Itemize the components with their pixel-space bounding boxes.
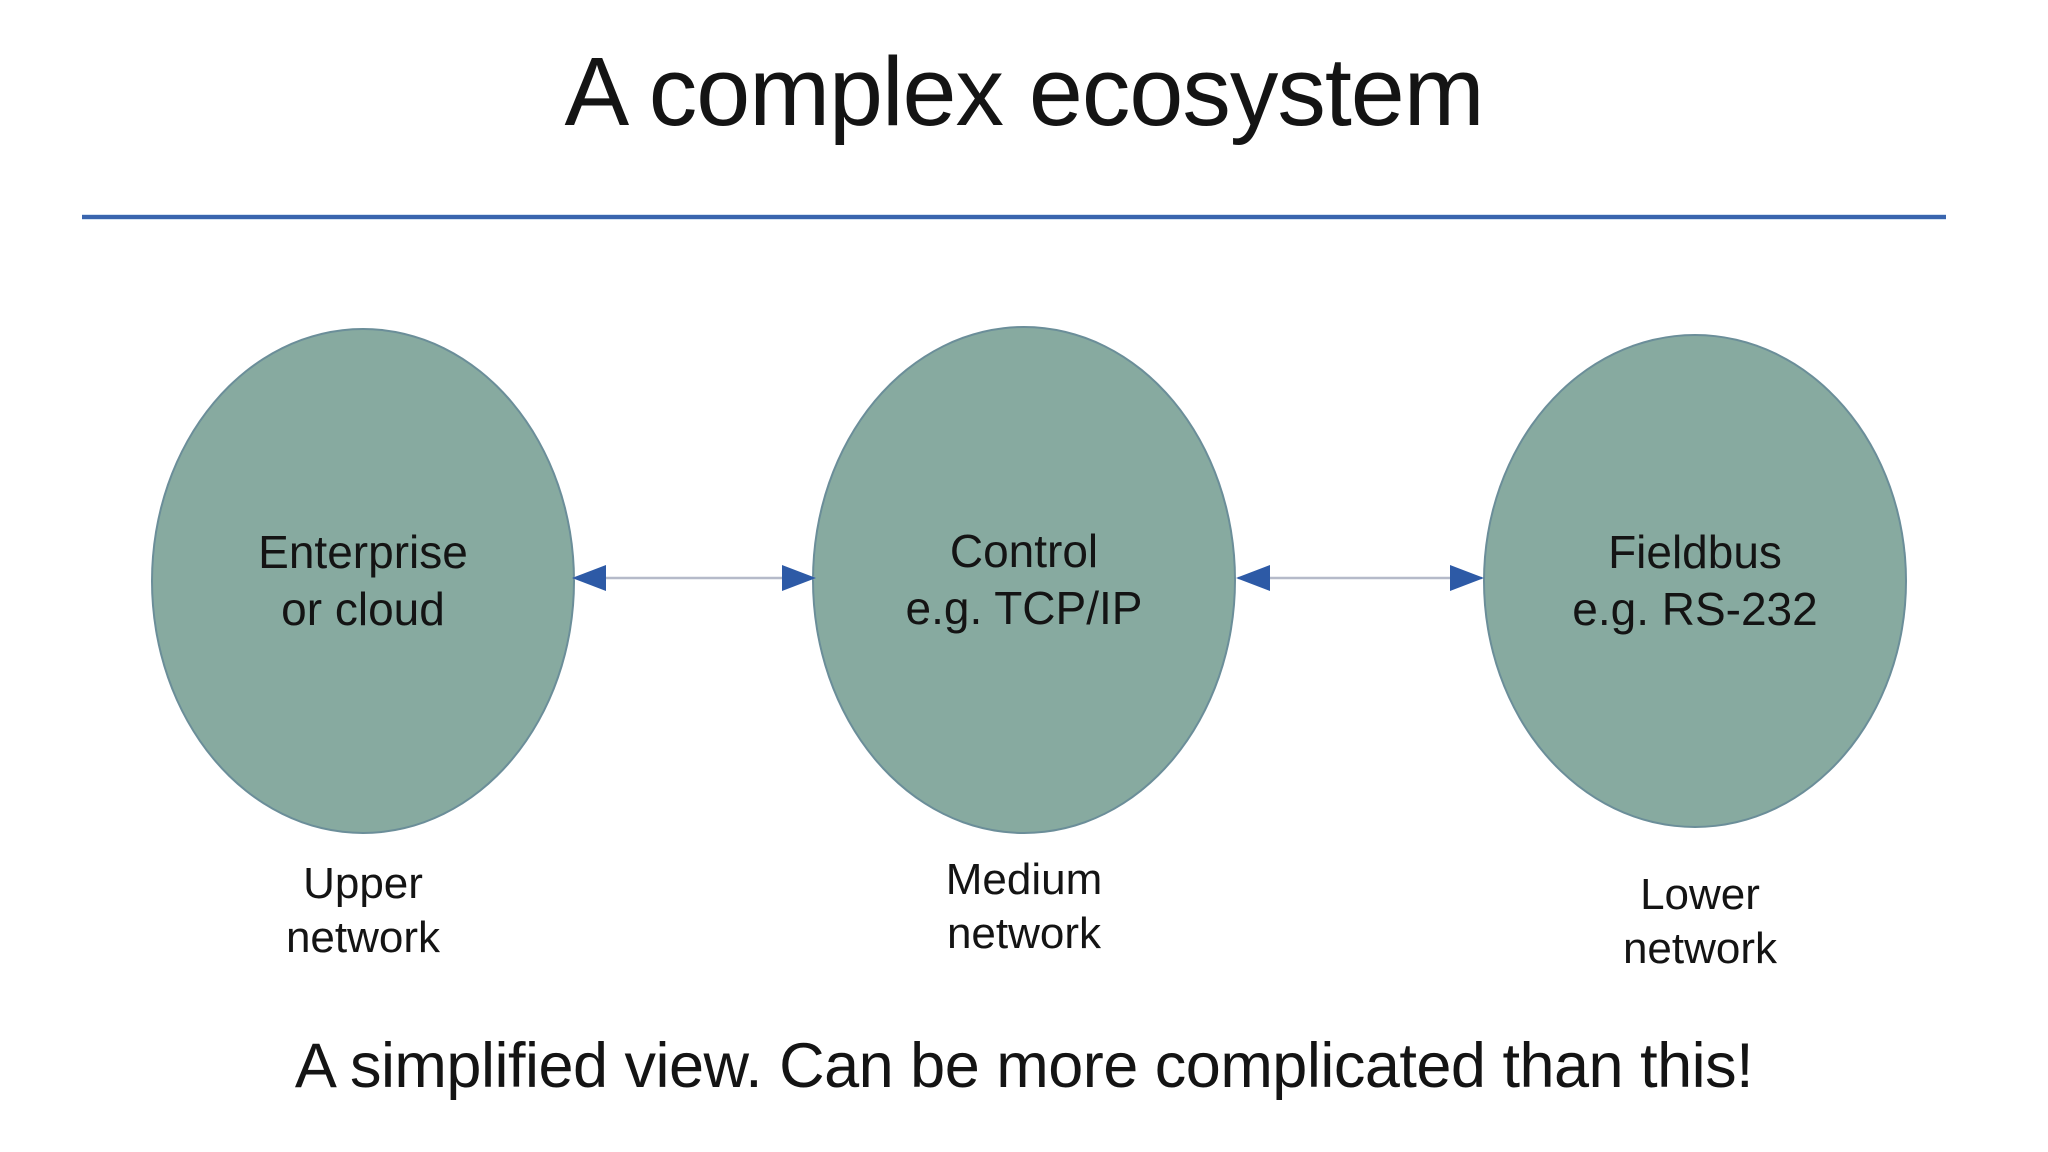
caption-line: Medium: [945, 855, 1103, 904]
caption-line: network: [285, 913, 441, 962]
caption-line: Upper: [303, 859, 423, 908]
node-label-line: Control: [949, 525, 1099, 577]
arrow-head-left: [572, 565, 606, 591]
slide-title: A complex ecosystem: [564, 37, 1484, 146]
caption-line: network: [946, 909, 1102, 958]
node-label-line: Fieldbus: [1608, 526, 1782, 578]
caption-medium-network: Medium network: [812, 853, 1236, 961]
arrow-head-left: [1236, 565, 1270, 591]
node-label-line: e.g. RS-232: [1572, 583, 1818, 635]
title-underline: [82, 214, 1946, 220]
caption-line: Lower: [1640, 870, 1760, 919]
node-enterprise-or-cloud: Enterprise or cloud: [151, 328, 575, 834]
caption-lower-network: Lower network: [1488, 868, 1912, 976]
footer-note: A simplified view. Can be more complicat…: [294, 1031, 1754, 1101]
caption-upper-network: Upper network: [151, 857, 575, 965]
arrow-head-right: [782, 565, 816, 591]
arrow-head-right: [1450, 565, 1484, 591]
node-label-line: e.g. TCP/IP: [905, 582, 1143, 634]
double-arrow-icon: [1236, 565, 1484, 591]
caption-line: network: [1622, 924, 1778, 973]
node-control: Control e.g. TCP/IP: [812, 326, 1236, 834]
node-label-line: Enterprise: [258, 526, 468, 578]
node-label-line: or cloud: [281, 583, 445, 635]
double-arrow-icon: [572, 565, 816, 591]
node-fieldbus: Fieldbus e.g. RS-232: [1483, 334, 1907, 828]
